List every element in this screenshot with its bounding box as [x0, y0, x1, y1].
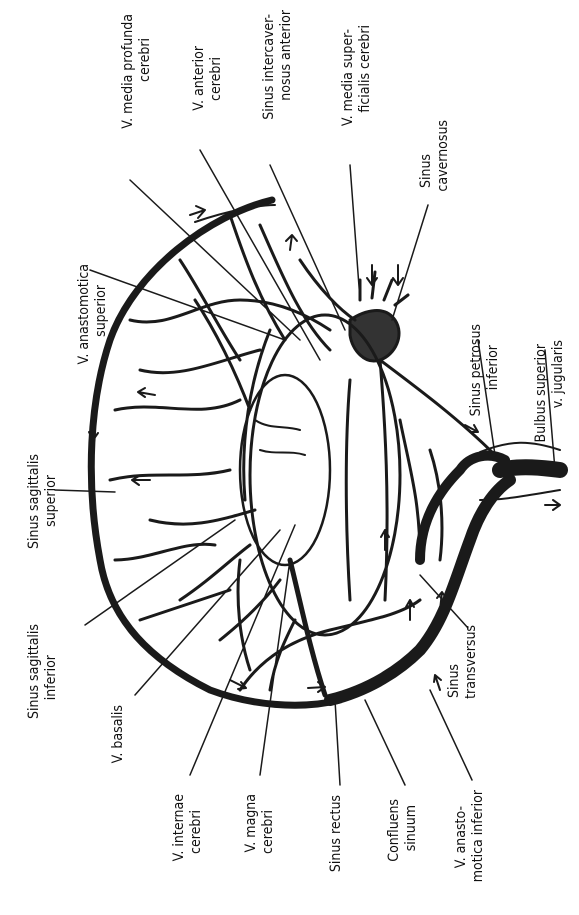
label-sinus-intercav-2: nosus anterior: [278, 9, 294, 101]
label-sinus-sagittalis-inferior-1: Sinus sagittalis: [26, 624, 42, 719]
label-sinus-petrosus-inferior-1: Sinus petrosus: [468, 324, 484, 416]
transverse-sinus: [330, 480, 510, 700]
svg-text:V. anterior cerebri: V. anterior cerebri: [191, 42, 224, 111]
label-sinus-intercav-1: Sinus intercaver-: [261, 14, 277, 120]
leader-sinus-rectus: [335, 700, 340, 785]
label-v-media-superficialis-1: V. media super-: [340, 29, 356, 126]
label-v-basalis: V. basalis: [110, 705, 126, 763]
inner-oval-2: [240, 375, 330, 565]
label-v-media-profunda-2: cerebri: [137, 38, 153, 82]
internal-cerebral-veins: [255, 420, 305, 455]
svg-text:Confluens sinuum: Confluens sinuum: [386, 795, 419, 862]
label-v-anastomotica-superior-1: V. anastomotica: [76, 264, 92, 364]
leader-v-anastomotica-inferior: [430, 690, 472, 780]
label-v-anastomotica-superior-2: superior: [93, 284, 109, 337]
svg-text:V. magna cerebri: V. magna cerebri: [243, 790, 276, 854]
leader-sinus-sagittalis-inferior: [85, 520, 235, 625]
svg-text:V. media super- ficial: V. media super- ficialis cerebri: [340, 25, 373, 126]
svg-text:Sinus sagittalis infer: Sinus sagittalis inferior: [26, 620, 59, 719]
leader-sinus-sagittalis-superior: [55, 490, 115, 492]
svg-text:Bulbus superior v. jug: Bulbus superior v. jugularis: [533, 340, 566, 443]
straight-sinus: [290, 560, 325, 695]
leader-sinus-cavernosus: [392, 205, 428, 320]
label-v-magna-1: V. magna: [243, 794, 259, 853]
label-v-anterior-1: V. anterior: [191, 45, 207, 111]
label-v-anastomotica-inferior-2: motica inferior: [470, 789, 486, 882]
label-bulbus-superior-1: Bulbus superior: [533, 343, 549, 442]
label-sinus-cavernosus-2: cavernosus: [435, 120, 451, 192]
svg-text:Sinus rectus: Sinus rectus: [328, 795, 344, 872]
label-sinus-cavernosus-1: Sinus: [418, 154, 434, 188]
label-sinus-petrosus-inferior-2: inferior: [485, 344, 501, 390]
svg-text:Sinus sagittalis super: Sinus sagittalis superior: [26, 450, 59, 549]
svg-text:V. media profunda cere: V. media profunda cerebri: [120, 10, 153, 129]
label-v-internae-1: V. internae: [171, 794, 187, 862]
cavernous-branches: [360, 272, 408, 305]
label-sinus-rectus: Sinus rectus: [328, 795, 344, 872]
svg-text:Sinus intercaver- nosu: Sinus intercaver- nosus anterior: [261, 9, 294, 120]
label-sinus-transversus-1: Sinus: [446, 664, 462, 698]
label-v-anastomotica-inferior-1: V. anasto-: [453, 806, 469, 868]
label-confluens-2: sinuum: [403, 805, 419, 851]
label-v-media-superficialis-2: ficialis cerebri: [357, 25, 373, 113]
label-sinus-transversus-2: transversus: [463, 625, 479, 699]
label-v-internae-2: cerebri: [188, 810, 204, 854]
label-sinus-sagittalis-inferior-2: inferior: [43, 654, 59, 700]
label-v-anterior-2: cerebri: [208, 57, 224, 101]
svg-text:Sinus petrosus inferio: Sinus petrosus inferior: [468, 320, 501, 416]
leader-v-media-superficialis: [350, 165, 360, 300]
svg-text:Sinus cavernosus: Sinus cavernosus: [418, 120, 451, 192]
label-sinus-sagittalis-superior-2: superior: [43, 474, 59, 527]
label-confluens-1: Confluens: [386, 799, 402, 862]
leader-lines: [55, 150, 555, 785]
jugular-bulb: [500, 467, 560, 470]
label-v-media-profunda-1: V. media profunda: [120, 14, 136, 129]
svg-text:Sinus transversus: Sinus transversus: [446, 625, 479, 699]
label-sinus-sagittalis-superior-1: Sinus sagittalis: [26, 454, 42, 549]
label-bulbus-superior-2: v. jugularis: [550, 340, 566, 408]
label-v-magna-2: cerebri: [260, 810, 276, 854]
diagram-drawing: [55, 150, 560, 785]
leader-v-anterior: [200, 150, 320, 360]
svg-text:V. internae cerebri: V. internae cerebri: [171, 790, 204, 861]
inner-oval: [250, 315, 400, 635]
svg-text:V. anasto- motica infe: V. anasto- motica inferior: [453, 789, 486, 882]
svg-text:V. basalis: V. basalis: [110, 705, 126, 763]
leader-confluens: [365, 700, 405, 785]
